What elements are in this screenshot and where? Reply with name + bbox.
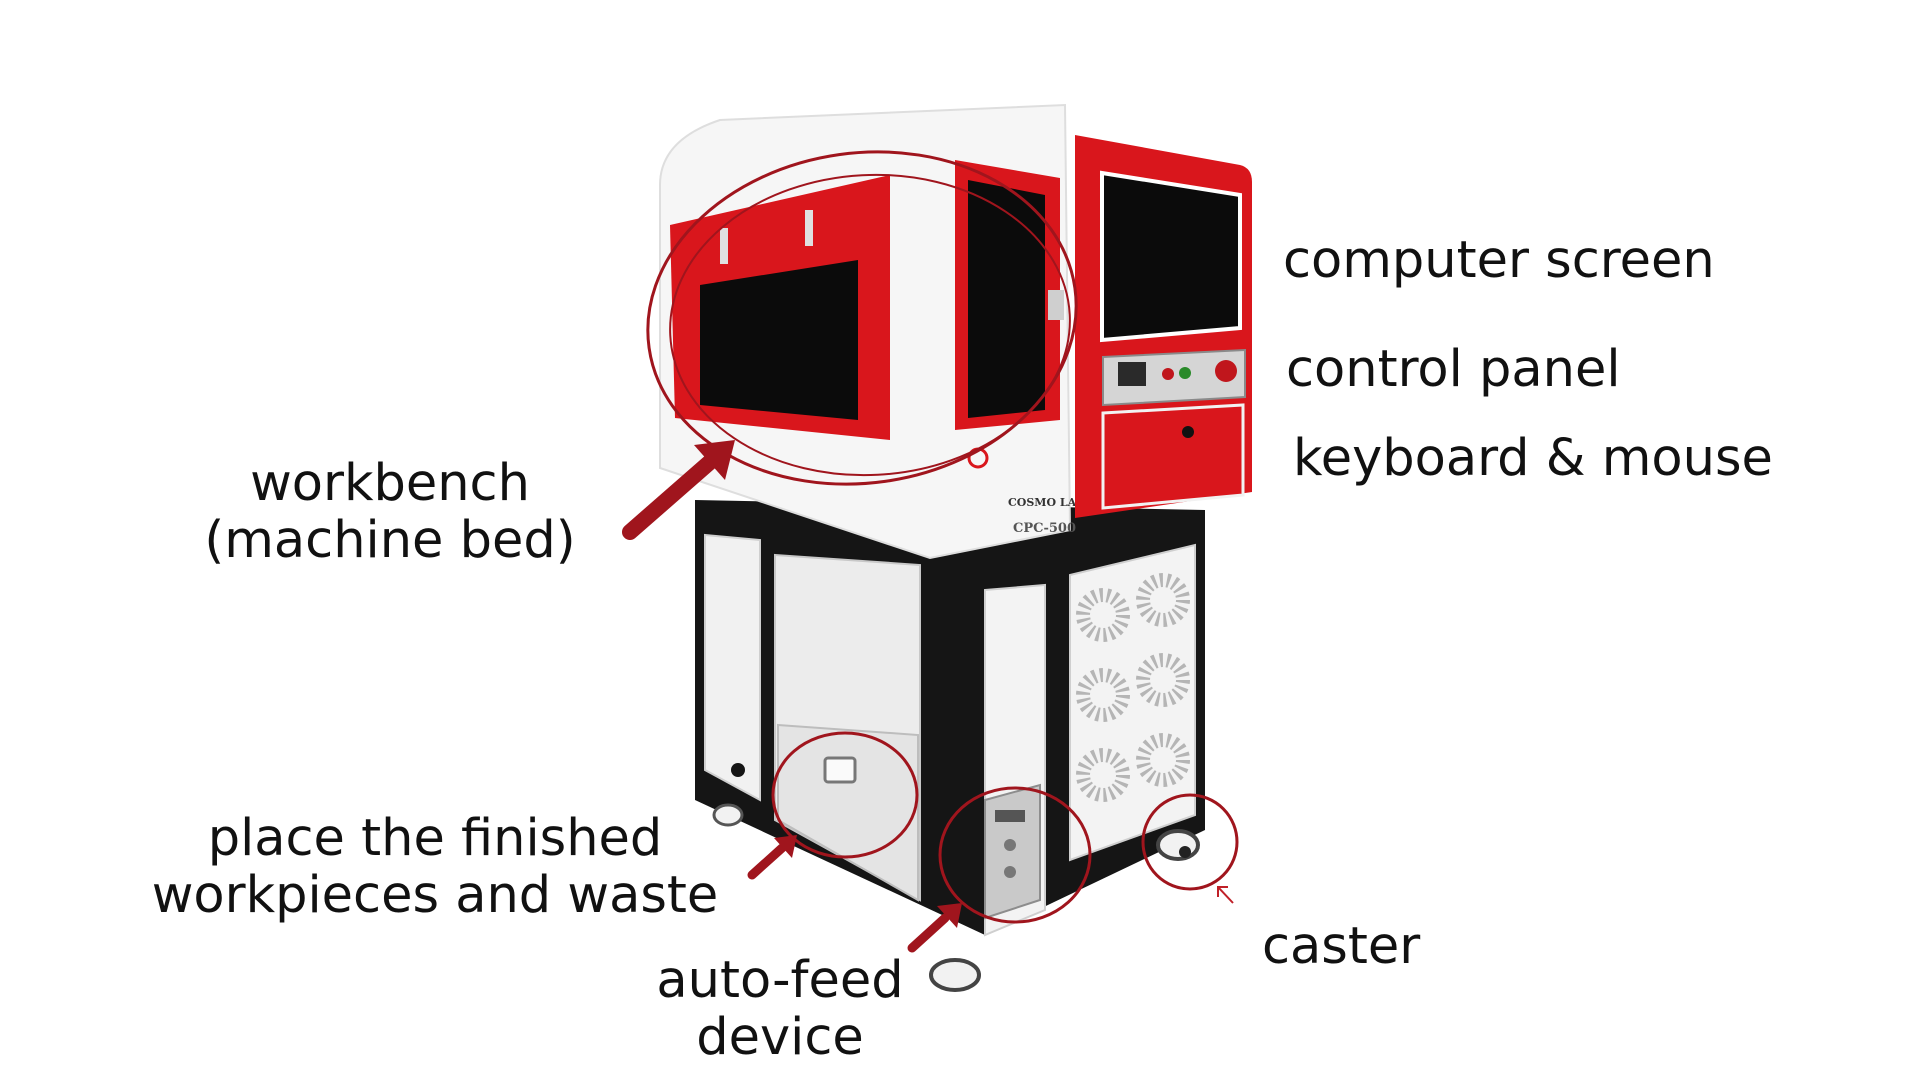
caster-right (1156, 829, 1200, 861)
control-button (1179, 367, 1191, 379)
emergency-stop-button (1215, 360, 1237, 382)
drawer-arrow (747, 835, 797, 880)
door-hinge-left (720, 228, 728, 264)
casters (712, 803, 1200, 992)
caster-label: caster (1262, 917, 1421, 976)
caster-highlight-circle (1141, 793, 1239, 891)
waste-drawer (777, 723, 919, 902)
caster-arrow (1217, 886, 1234, 904)
door-hinge-right (805, 210, 813, 246)
auto-feed-label-line-1: auto-feed (656, 951, 904, 1010)
workbench-highlight-circle (646, 150, 1078, 486)
auto-feed-controller (984, 783, 1041, 920)
front-window (700, 260, 858, 420)
auto-feed-arrow (907, 903, 962, 953)
drawer-handle (823, 756, 857, 784)
door-latch (1048, 290, 1064, 320)
control-panel-display (1118, 362, 1146, 386)
finished-workpieces-label: place the finished workpieces and waste (135, 810, 735, 924)
keyboard-drawer (1101, 403, 1245, 510)
workbench-label-line-1: workbench (250, 454, 530, 513)
finished-workpieces-label-line-1: place the finished (207, 809, 663, 868)
ventilation-holes (1076, 573, 1190, 802)
auto-feed-label-line-2: device (696, 1008, 864, 1067)
workbench-highlight-circle-2 (669, 173, 1071, 477)
cabinet-left-panel (704, 533, 761, 802)
control-button (1162, 368, 1174, 380)
caster-front (929, 958, 981, 992)
keyboard-drawer-knob (1182, 426, 1194, 438)
cabinet-lock (731, 763, 745, 777)
control-tower (1075, 135, 1252, 518)
workbench-label-line-2: (machine bed) (204, 511, 576, 570)
finished-workpieces-label-line-2: workpieces and waste (151, 866, 719, 925)
side-window (968, 180, 1045, 418)
caster-left (712, 803, 744, 827)
drawer-highlight-circle (771, 731, 919, 859)
keyboard-mouse-label: keyboard & mouse (1293, 429, 1773, 488)
control-panel-label: control panel (1286, 340, 1621, 399)
laser-housing: COSMO LASER CPC-500 (659, 103, 1102, 560)
annotations (646, 150, 1239, 924)
workbench-label: workbench (machine bed) (190, 455, 590, 569)
annotation-arrows (622, 440, 1234, 953)
workbench-arrow (622, 440, 735, 540)
base-cabinet (695, 500, 1205, 992)
computer-screen (1100, 170, 1242, 343)
computer-screen-label: computer screen (1283, 231, 1715, 290)
auto-feed-label: auto-feed device (640, 952, 920, 1066)
model-text: CPC-500 (1013, 521, 1076, 536)
auto-feed-highlight-circle (938, 786, 1092, 924)
